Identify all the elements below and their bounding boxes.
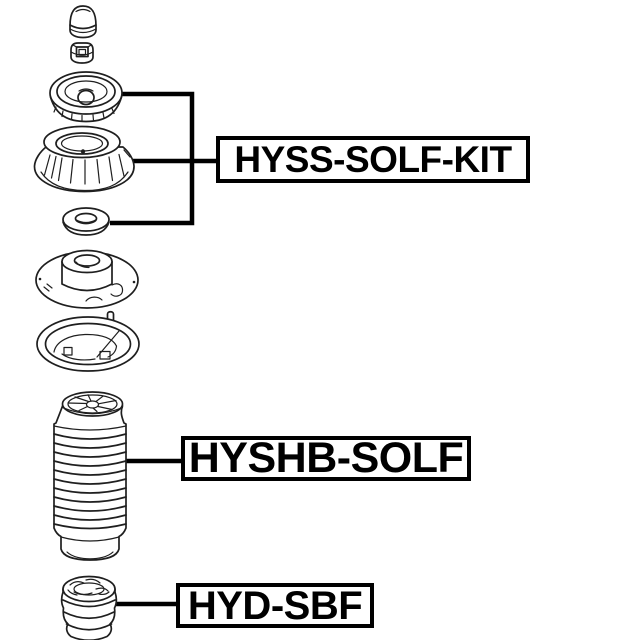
dust-boot-icon: [53, 391, 127, 561]
rubber-cap-icon: [69, 5, 97, 39]
strut-mount-icon: [33, 125, 135, 193]
bump-stop-icon: [60, 575, 118, 640]
part-label-hyss-solf-kit: HYSS-SOLF-KIT: [216, 136, 530, 183]
lower-spring-seat-icon: [36, 310, 140, 372]
washer-icon: [62, 207, 110, 236]
kit-bracket-line: [110, 91, 217, 226]
strut-bearing-icon: [49, 71, 123, 123]
part-label-hyshb-solf: HYSHB-SOLF: [181, 436, 471, 481]
upper-spring-seat-icon: [35, 249, 139, 309]
lock-nut-icon: [70, 42, 94, 64]
part-label-hyd-sbf: HYD-SBF: [176, 583, 374, 628]
